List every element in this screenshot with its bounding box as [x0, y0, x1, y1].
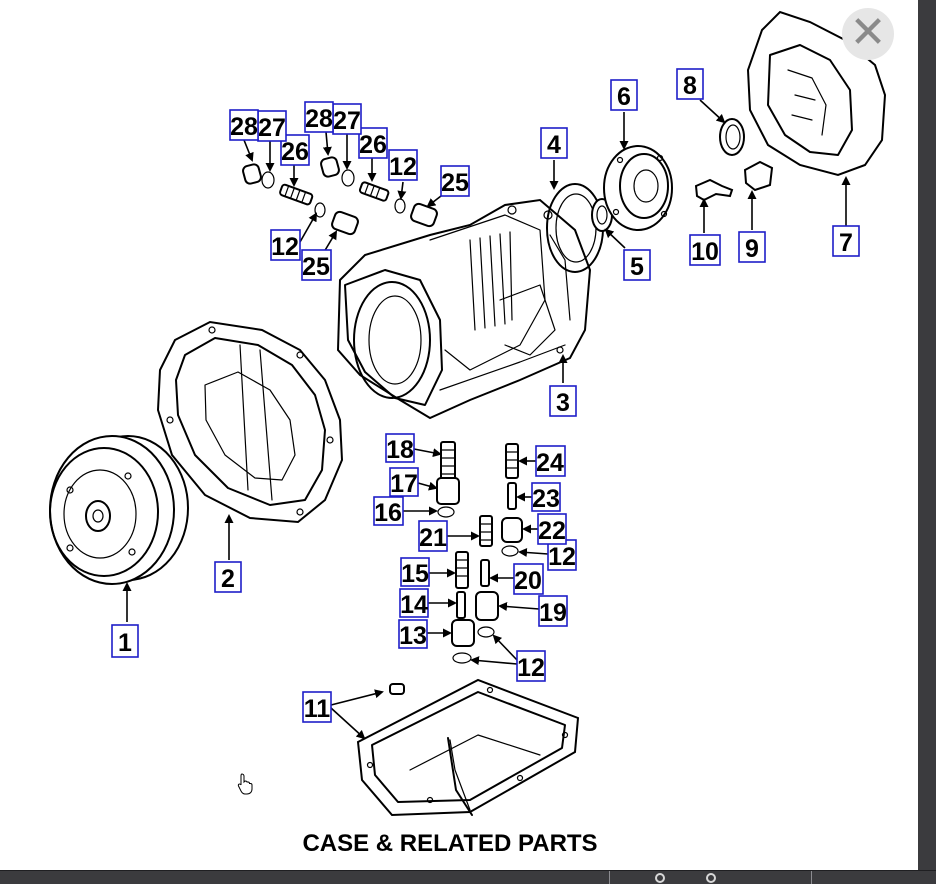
zoom-in-icon[interactable] — [706, 873, 716, 883]
torque-converter-drawing — [49, 435, 189, 585]
callout-6: 6 — [610, 79, 638, 111]
callout-10: 10 — [689, 234, 721, 266]
close-button[interactable]: ✕ — [842, 8, 894, 60]
svg-text:26: 26 — [359, 131, 387, 159]
svg-text:2: 2 — [221, 565, 235, 593]
svg-text:24: 24 — [536, 449, 564, 477]
callout-11: 11 — [302, 691, 332, 723]
svg-text:7: 7 — [839, 229, 853, 257]
callout-12-top-right: 12 — [388, 149, 418, 181]
zoom-out-icon[interactable] — [655, 873, 665, 883]
callout-13: 13 — [398, 619, 428, 650]
callout-18: 18 — [385, 433, 415, 464]
svg-text:19: 19 — [539, 599, 567, 627]
callout-8: 8 — [676, 68, 704, 100]
svg-text:9: 9 — [745, 235, 759, 263]
valve-parts-top-drawing — [242, 156, 438, 236]
valve-parts-center-drawing — [436, 441, 523, 664]
callout-20: 20 — [513, 563, 544, 595]
transmission-case-drawing — [336, 198, 592, 420]
callout-17: 17 — [389, 467, 419, 498]
callout-16: 16 — [373, 496, 404, 527]
callout-28-left: 28 — [229, 109, 259, 141]
svg-text:15: 15 — [401, 560, 429, 588]
callout-1: 1 — [111, 624, 139, 658]
callout-12-bottom: 12 — [516, 650, 546, 682]
close-icon: ✕ — [849, 8, 887, 57]
callout-9: 9 — [738, 231, 766, 263]
callout-3: 3 — [549, 385, 577, 417]
svg-text:16: 16 — [374, 499, 402, 527]
oil-pan-drawing — [356, 678, 580, 817]
o-ring-drawing — [719, 118, 745, 156]
callout-14: 14 — [399, 588, 429, 619]
callout-27-left: 27 — [257, 110, 287, 142]
bottom-toolbar — [0, 870, 936, 884]
svg-text:12: 12 — [517, 654, 545, 682]
callout-21: 21 — [418, 520, 448, 552]
callout-12-mid-right: 12 — [547, 539, 577, 571]
callout-5: 5 — [623, 249, 651, 281]
vertical-scrollbar[interactable] — [918, 0, 936, 870]
svg-text:12: 12 — [548, 543, 576, 571]
callout-23: 23 — [531, 482, 561, 513]
svg-text:4: 4 — [547, 131, 561, 159]
svg-text:22: 22 — [538, 517, 566, 545]
callout-19: 19 — [538, 595, 568, 627]
toolbar-divider — [609, 871, 610, 884]
diagram-caption: CASE & RELATED PARTS — [302, 830, 598, 857]
callout-25-left: 25 — [301, 249, 332, 281]
callout-27-right: 27 — [332, 103, 362, 135]
svg-text:5: 5 — [630, 253, 644, 281]
svg-text:12: 12 — [389, 153, 417, 181]
bell-housing-drawing — [156, 320, 344, 524]
svg-text:10: 10 — [691, 238, 719, 266]
bracket-drawing — [694, 178, 734, 202]
callout-24: 24 — [535, 445, 566, 477]
svg-text:28: 28 — [305, 105, 333, 133]
svg-text:28: 28 — [230, 113, 258, 141]
svg-text:13: 13 — [399, 622, 427, 650]
svg-text:17: 17 — [390, 470, 418, 498]
toolbar-divider — [811, 871, 812, 884]
exploded-parts-diagram: 1 2 3 4 5 6 7 8 9 10 11 12 12 12 12 13 1… — [49, 10, 887, 817]
callout-4: 4 — [540, 127, 568, 159]
callout-2: 2 — [214, 561, 242, 593]
callout-7: 7 — [832, 225, 860, 257]
cap-drawing — [743, 160, 774, 192]
svg-text:25: 25 — [302, 253, 330, 281]
callout-26-right: 26 — [358, 127, 388, 159]
svg-text:12: 12 — [271, 233, 299, 261]
svg-text:14: 14 — [400, 591, 428, 619]
svg-text:8: 8 — [683, 72, 697, 100]
callout-15: 15 — [400, 557, 430, 588]
svg-text:1: 1 — [118, 629, 132, 657]
svg-text:6: 6 — [617, 83, 631, 111]
oil-pump-drawing — [603, 145, 673, 231]
callout-22: 22 — [537, 513, 567, 545]
svg-text:18: 18 — [386, 436, 414, 464]
hand-pointer-icon — [237, 773, 253, 795]
svg-text:21: 21 — [419, 524, 447, 552]
svg-text:25: 25 — [441, 169, 469, 197]
svg-text:27: 27 — [333, 107, 361, 135]
callout-12-top-left: 12 — [270, 229, 301, 261]
callout-25-right: 25 — [440, 165, 470, 197]
svg-text:3: 3 — [556, 389, 570, 417]
callout-28-right: 28 — [304, 101, 334, 133]
svg-text:23: 23 — [532, 485, 560, 513]
svg-text:20: 20 — [514, 567, 542, 595]
svg-text:26: 26 — [281, 138, 309, 166]
svg-text:11: 11 — [304, 695, 331, 723]
svg-text:27: 27 — [258, 114, 286, 142]
